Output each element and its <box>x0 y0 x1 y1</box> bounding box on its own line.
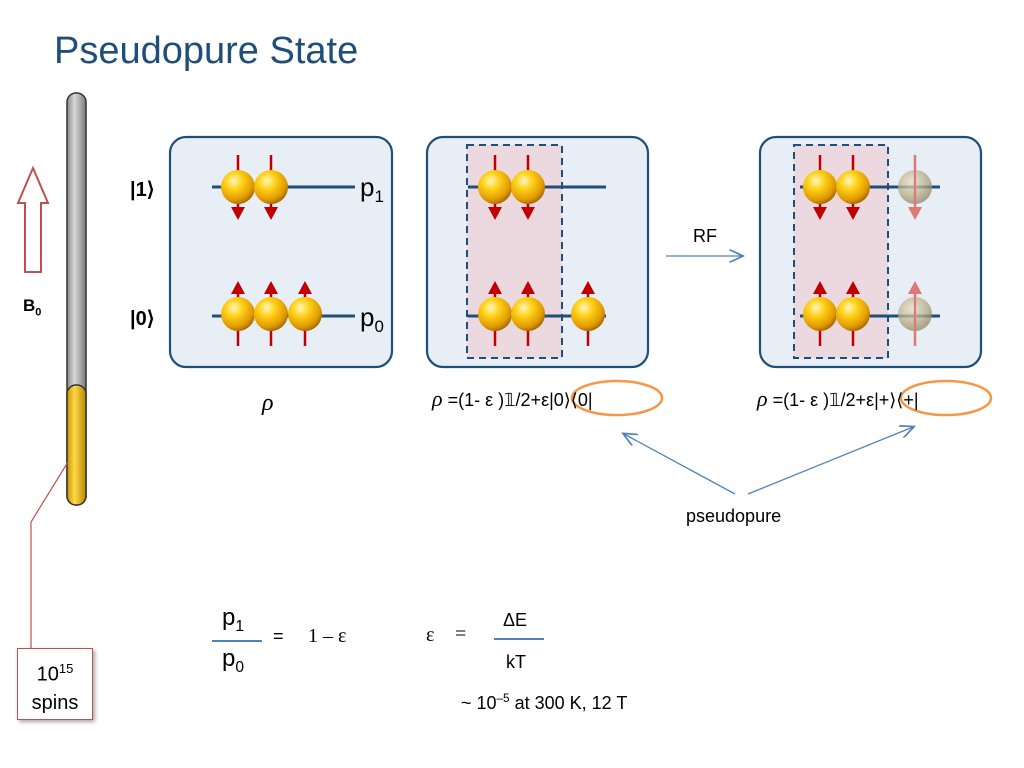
eq2-lhs: ε <box>426 624 435 646</box>
pseudopure-arrow-right <box>747 427 913 495</box>
up-arrow-icon <box>846 281 860 294</box>
p1-label: p1 <box>360 172 384 207</box>
field-arrow-icon <box>16 165 50 273</box>
field-label: B0 <box>23 296 42 319</box>
eq1-fraction-bar <box>212 640 262 642</box>
ket-0-label: |0⟩ <box>130 308 155 330</box>
down-arrow-icon <box>813 207 827 220</box>
up-arrow-icon <box>488 281 502 294</box>
spin-ball-icon <box>478 155 512 220</box>
eq1-numerator: p1 <box>222 604 245 635</box>
up-arrow-icon <box>908 281 922 294</box>
spin-ball-icon <box>836 281 870 346</box>
approx-note: ~ 10–5 at 300 K, 12 T <box>461 692 628 713</box>
p0-label: p0 <box>360 302 384 337</box>
spins-layer <box>221 155 932 346</box>
pseudopure-label: pseudopure <box>686 506 782 526</box>
down-arrow-icon <box>231 207 245 220</box>
pseudopure-arrow-left <box>624 434 736 495</box>
panel-thermal <box>168 135 394 369</box>
eq2-equals: = <box>455 623 467 645</box>
eq1-denominator: p0 <box>222 645 245 676</box>
panel-pseudopure-0 <box>425 135 650 369</box>
spin-ball-icon <box>898 155 932 220</box>
down-arrow-icon <box>488 207 502 220</box>
up-arrow-icon <box>813 281 827 294</box>
up-arrow-icon <box>581 281 595 294</box>
spin-ball-icon <box>478 281 512 346</box>
spin-ball-icon <box>898 281 932 346</box>
oval-0-projector <box>570 379 664 417</box>
up-arrow-icon <box>521 281 535 294</box>
slide-title: Pseudopure State <box>54 30 359 72</box>
up-arrow-icon <box>264 281 278 294</box>
eq1-rhs: 1 – ε <box>308 625 347 647</box>
spin-ball-icon <box>288 281 322 346</box>
eq2-numerator: ΔE <box>503 610 528 630</box>
spin-ball-icon <box>511 281 545 346</box>
rho-formula-pseudopure-plus: ρ =(1- ε )𝟙/2+ε|+⟩⟨+| <box>757 386 919 411</box>
spin-ball-icon <box>254 155 288 220</box>
tube-callout-line <box>30 461 69 648</box>
ket-1-label: |1⟩ <box>130 179 155 201</box>
spin-ball-icon <box>511 155 545 220</box>
up-arrow-icon <box>298 281 312 294</box>
down-arrow-icon <box>264 207 278 220</box>
rf-label: RF <box>693 226 717 246</box>
eq1-equals: = <box>273 626 284 646</box>
eq2-fraction-bar <box>494 638 544 640</box>
oval-plus-projector <box>899 379 993 417</box>
down-arrow-icon <box>521 207 535 220</box>
spin-ball-icon <box>803 155 837 220</box>
spin-count-box: 1015 spins <box>17 648 93 720</box>
up-arrow-icon <box>231 281 245 294</box>
spin-ball-icon <box>254 281 288 346</box>
sample-tube-icon <box>66 92 87 506</box>
down-arrow-icon <box>846 207 860 220</box>
spin-ball-icon <box>836 155 870 220</box>
spin-ball-icon <box>221 281 255 346</box>
spin-ball-icon <box>221 155 255 220</box>
rho-formula-pseudopure-0: ρ =(1- ε )𝟙/2+ε|0⟩⟨0| <box>432 386 593 411</box>
down-arrow-icon <box>908 207 922 220</box>
rho-label: ρ <box>262 390 274 416</box>
eq2-denominator: kT <box>506 652 526 672</box>
spin-ball-icon <box>571 281 605 346</box>
panel-pseudopure-plus <box>758 135 983 369</box>
spin-ball-icon <box>803 281 837 346</box>
